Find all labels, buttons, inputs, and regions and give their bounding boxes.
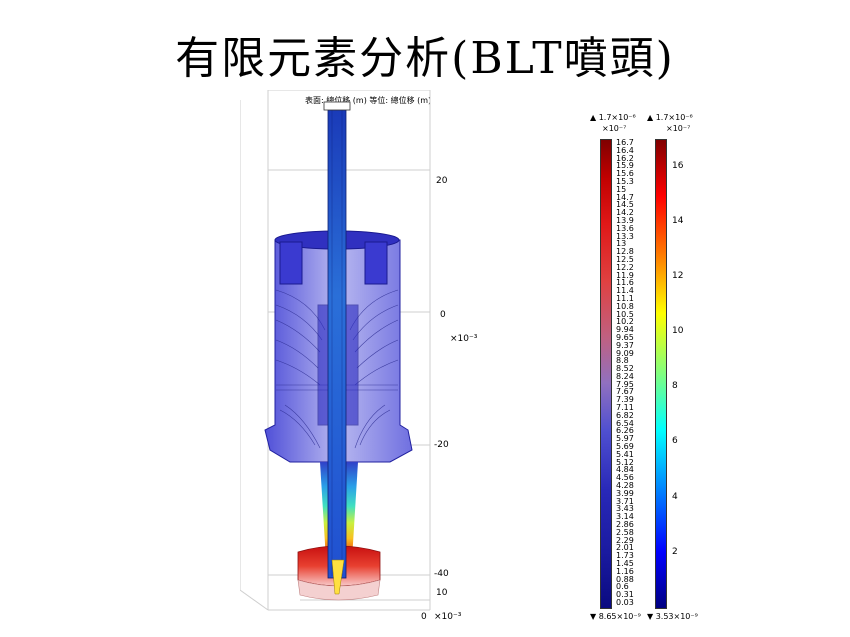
surface-legend-value: 12.2 bbox=[616, 262, 634, 272]
x-axis-unit: ×10⁻³ bbox=[434, 612, 462, 622]
surface-legend-value: 7.95 bbox=[616, 379, 634, 389]
contour-legend-tick: 14 bbox=[672, 215, 684, 226]
surface-legend-value: 1.73 bbox=[616, 551, 634, 561]
surface-legend-value: 15 bbox=[616, 184, 627, 194]
surface-legend-value: 7.67 bbox=[616, 387, 634, 397]
contour-legend-tick: 4 bbox=[672, 491, 678, 502]
surface-legend-value: 13.3 bbox=[616, 231, 634, 241]
contour-legend-min: ▼ 3.53×10⁻⁹ bbox=[647, 612, 698, 621]
surface-legend-value: 15.9 bbox=[616, 161, 634, 171]
surface-colorbar bbox=[600, 139, 612, 609]
surface-legend-value: 0.88 bbox=[616, 574, 634, 584]
surface-legend-value: 2.01 bbox=[616, 543, 634, 553]
surface-legend-value: 16.4 bbox=[616, 145, 634, 155]
surface-legend-value: 15.3 bbox=[616, 176, 634, 186]
surface-legend-value: 7.39 bbox=[616, 395, 634, 405]
surface-legend-value: 10.8 bbox=[616, 301, 634, 311]
surface-legend-value: 13.9 bbox=[616, 215, 634, 225]
surface-legend-max: ▲ 1.7×10⁻⁶ bbox=[590, 113, 636, 122]
surface-legend-value: 6.82 bbox=[616, 410, 634, 420]
x-tick-label: 0 bbox=[421, 612, 427, 622]
surface-legend-value: 3.71 bbox=[616, 496, 634, 506]
fea-model-plot bbox=[240, 90, 431, 611]
surface-legend-value: 0.6 bbox=[616, 582, 629, 592]
surface-legend-value: 11.9 bbox=[616, 270, 634, 280]
surface-legend-value: 0.03 bbox=[616, 598, 634, 607]
contour-legend-tick: 16 bbox=[672, 160, 684, 171]
z-tick-label: 0 bbox=[440, 310, 446, 320]
surface-legend-value: 5.41 bbox=[616, 449, 634, 459]
contour-legend-max: ▲ 1.7×10⁻⁶ bbox=[647, 113, 693, 122]
surface-legend-value: 9.09 bbox=[616, 348, 634, 358]
surface-legend-scale: ×10⁻⁷ bbox=[602, 124, 627, 133]
surface-legend-value: 3.99 bbox=[616, 488, 634, 498]
contour-legend-scale: ×10⁻⁷ bbox=[666, 124, 691, 133]
surface-legend-value: 9.65 bbox=[616, 332, 634, 342]
surface-legend-value: 12.8 bbox=[616, 247, 634, 257]
z-axis-unit: ×10⁻³ bbox=[450, 334, 478, 344]
surface-legend-value: 14.5 bbox=[616, 200, 634, 210]
surface-legend-value: 9.94 bbox=[616, 325, 634, 335]
slide-title: 有限元素分析(BLT噴頭) bbox=[175, 33, 675, 84]
surface-legend-value: 4.84 bbox=[616, 465, 634, 475]
surface-legend-value: 10.2 bbox=[616, 317, 634, 327]
surface-legend-value: 16.7 bbox=[616, 138, 634, 147]
surface-legend-value: 15.6 bbox=[616, 169, 634, 179]
surface-legend-min: ▼ 8.65×10⁻⁹ bbox=[590, 612, 641, 621]
contour-legend-tick: 6 bbox=[672, 436, 678, 447]
surface-legend-value: 2.86 bbox=[616, 520, 634, 530]
z-tick-label: -40 bbox=[434, 569, 449, 579]
surface-legend-value: 7.11 bbox=[616, 403, 634, 413]
surface-legend-value: 1.16 bbox=[616, 566, 634, 576]
x-tick-label: 10 bbox=[436, 588, 448, 598]
surface-legend-value: 11.1 bbox=[616, 293, 634, 303]
surface-legend-value: 6.26 bbox=[616, 426, 634, 436]
surface-legend-value: 8.8 bbox=[616, 356, 629, 366]
surface-legend-value: 8.52 bbox=[616, 364, 634, 374]
contour-legend-tick: 12 bbox=[672, 270, 684, 281]
surface-legend-value: 11.6 bbox=[616, 278, 634, 288]
contour-legend-tick: 8 bbox=[672, 381, 678, 392]
surface-legend-value: 1.45 bbox=[616, 559, 634, 569]
surface-legend-value: 5.12 bbox=[616, 457, 634, 467]
surface-legend-value: 5.97 bbox=[616, 434, 634, 444]
surface-legend-value: 6.54 bbox=[616, 418, 634, 428]
surface-legend-value: 4.28 bbox=[616, 481, 634, 491]
surface-legend-value: 8.24 bbox=[616, 371, 634, 381]
contour-legend-tick: 10 bbox=[672, 326, 684, 337]
surface-legend-value: 10.5 bbox=[616, 309, 634, 319]
surface-legend-value: 2.58 bbox=[616, 527, 634, 537]
contour-colorbar bbox=[655, 139, 667, 609]
surface-legend-value: 14.7 bbox=[616, 192, 634, 202]
z-tick-label: -20 bbox=[434, 440, 449, 450]
surface-legend-value: 5.69 bbox=[616, 442, 634, 452]
surface-legend-value: 4.56 bbox=[616, 473, 634, 483]
contour-legend-tick: 2 bbox=[672, 546, 678, 557]
surface-legend-value: 11.4 bbox=[616, 286, 634, 296]
plot-caption: 表面: 總位移 (m) 等位: 總位移 (m) bbox=[305, 96, 432, 105]
surface-legend-value: 2.29 bbox=[616, 535, 634, 545]
surface-legend-value: 3.14 bbox=[616, 512, 634, 522]
surface-legend-value: 16.2 bbox=[616, 153, 634, 163]
surface-legend-value: 0.31 bbox=[616, 590, 634, 600]
surface-legend-value: 14.2 bbox=[616, 208, 634, 218]
surface-legend-value: 3.43 bbox=[616, 504, 634, 514]
surface-legend-value: 9.37 bbox=[616, 340, 634, 350]
surface-legend-value: 13.6 bbox=[616, 223, 634, 233]
surface-legend-value: 12.5 bbox=[616, 254, 634, 264]
z-tick-label: 20 bbox=[436, 176, 448, 186]
surface-legend-value: 13 bbox=[616, 239, 627, 249]
